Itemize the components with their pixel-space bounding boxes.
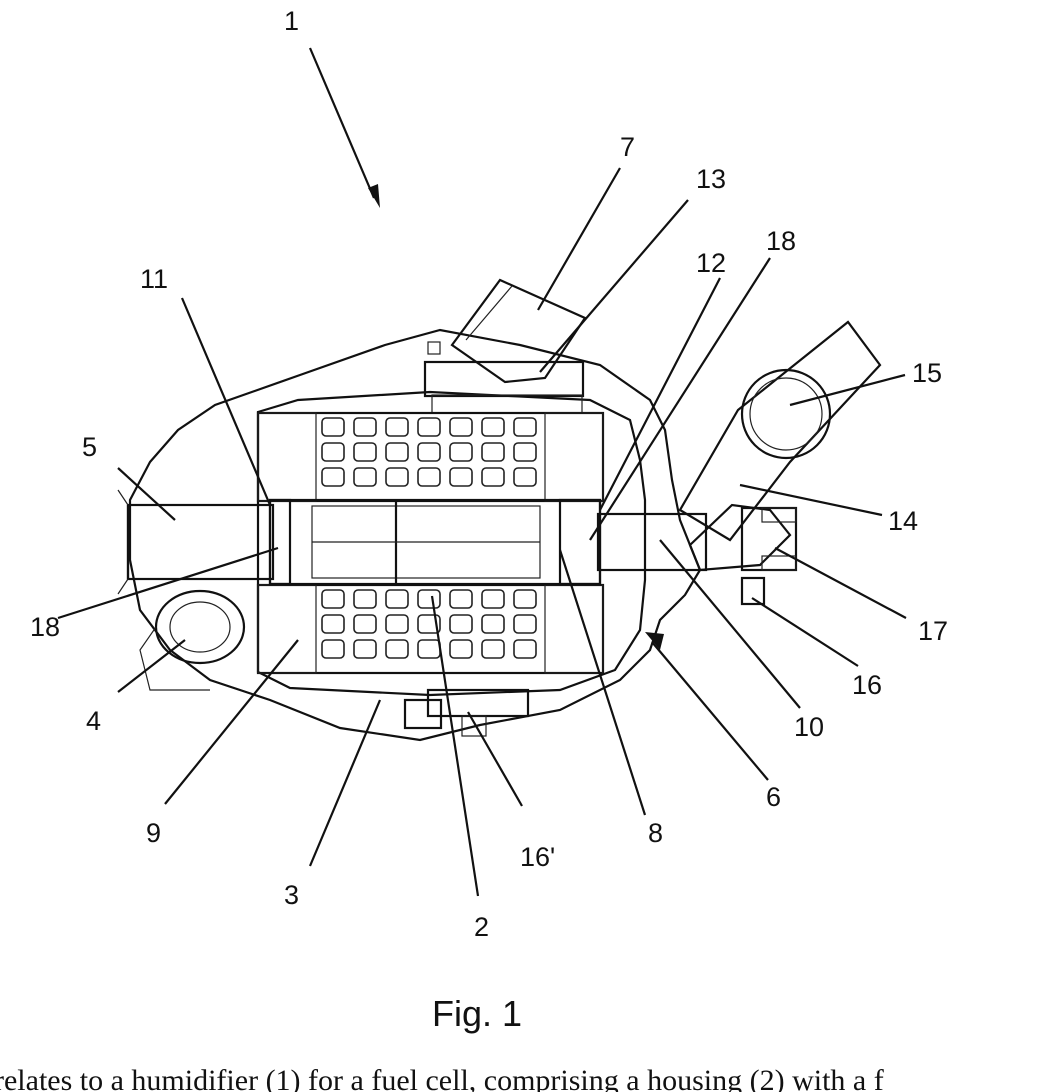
ref-8: 8 (648, 818, 663, 848)
right-connector (742, 508, 796, 570)
ref-3: 3 (284, 880, 299, 910)
outer-housing (130, 330, 700, 740)
ref-10: 10 (794, 712, 824, 742)
ref-18-top: 18 (766, 226, 796, 256)
lower-module-cells (322, 590, 536, 658)
ref-2: 2 (474, 912, 489, 942)
ref-14: 14 (888, 506, 918, 536)
ref-9: 9 (146, 818, 161, 848)
ref-18-left: 18 (30, 612, 60, 642)
body-text-fragment: relates to a humidifier (1) for a fuel c… (0, 1064, 884, 1092)
ref-7: 7 (620, 132, 635, 162)
ref-4: 4 (86, 706, 101, 736)
ref-11: 11 (140, 264, 168, 294)
ref-15: 15 (912, 358, 942, 388)
central-cartridge (270, 500, 600, 584)
ref-1: 1 (284, 6, 299, 36)
ref-12: 12 (696, 248, 726, 278)
lower-module (258, 585, 603, 673)
fitting-16 (742, 578, 764, 604)
upper-module-cells (322, 418, 536, 486)
figure-caption: Fig. 1 (432, 993, 522, 1034)
ref-5: 5 (82, 432, 97, 462)
left-round-port (140, 591, 244, 690)
left-pipe (118, 490, 273, 594)
upper-module (258, 413, 603, 501)
ref-6: 6 (766, 782, 781, 812)
ref-17: 17 (918, 616, 948, 646)
ref-16: 16 (852, 670, 882, 700)
ref-13: 13 (696, 164, 726, 194)
right-angled-pipe (680, 322, 880, 570)
ref-16-prime: 16' (520, 842, 555, 872)
